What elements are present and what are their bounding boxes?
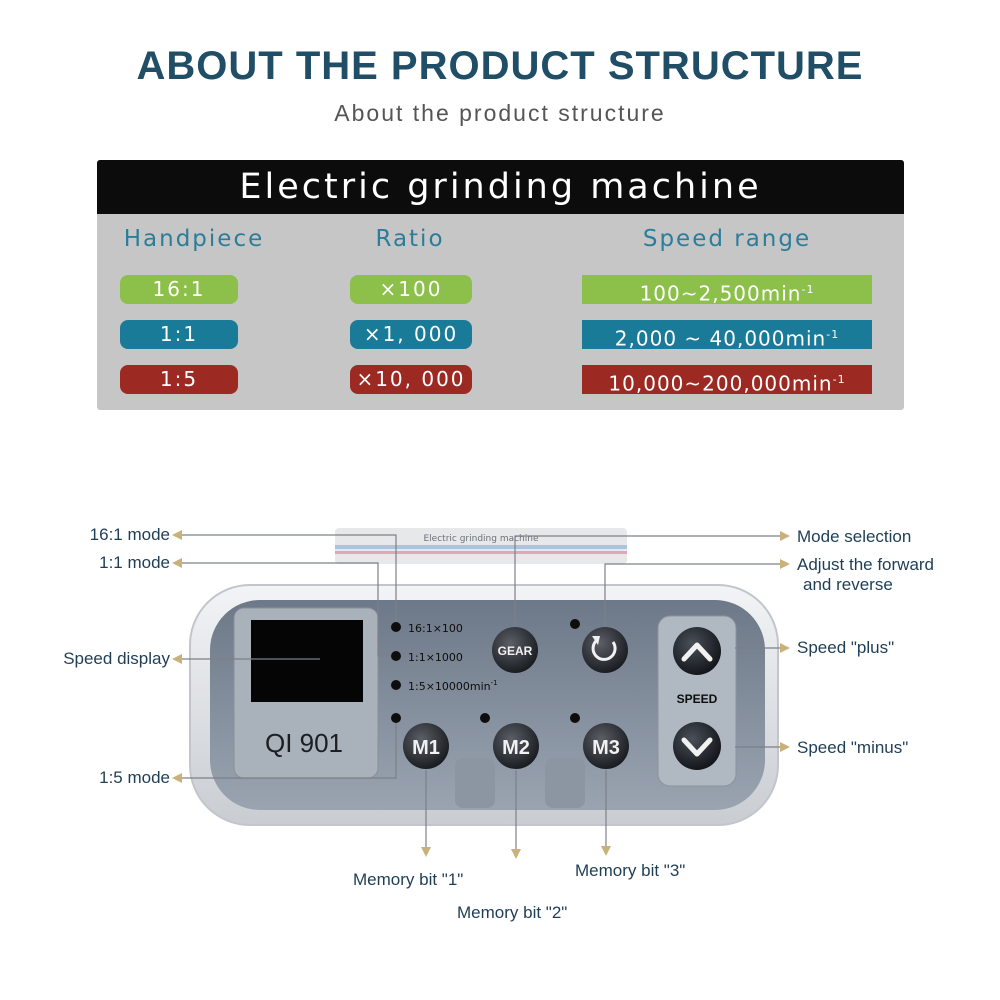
memory-button-2[interactable]: M2 bbox=[493, 723, 539, 769]
top-sticker: Electric grinding machine bbox=[335, 528, 627, 564]
speed-plus-button[interactable] bbox=[673, 627, 721, 675]
indicator-led bbox=[391, 680, 401, 690]
ratio-cell: ×1, 000 bbox=[350, 320, 472, 349]
callout-forward-reverse-line2: and reverse bbox=[803, 575, 893, 594]
indicator-led bbox=[391, 622, 401, 632]
direction-button[interactable] bbox=[582, 627, 628, 673]
handpiece-cell: 1:5 bbox=[120, 365, 238, 394]
ratio-cell: ×100 bbox=[350, 275, 472, 304]
unit-exponent: -1 bbox=[801, 283, 815, 296]
memory-button-3[interactable]: M3 bbox=[583, 723, 629, 769]
speed-range-cell: 100~2,500min-1 bbox=[582, 275, 872, 306]
speed-display-screen bbox=[251, 620, 363, 702]
indicator-led bbox=[480, 713, 490, 723]
speed-range-cell: 10,000~200,000min-1 bbox=[582, 365, 872, 396]
gear-button-label: GEAR bbox=[498, 644, 533, 658]
indicator-led bbox=[570, 619, 580, 629]
page-subtitle: About the product structure bbox=[334, 100, 666, 126]
speed-range-value: 2,000 ~ 40,000min bbox=[614, 326, 827, 351]
callout-1-5-mode: 1:5 mode bbox=[99, 768, 170, 787]
panel-slot bbox=[545, 758, 585, 808]
column-header-handpiece: Handpiece bbox=[123, 226, 265, 252]
panel-slot bbox=[455, 758, 495, 808]
speed-range-cell: 2,000 ~ 40,000min-1 bbox=[582, 320, 872, 351]
indicator-exponent: -1 bbox=[491, 679, 498, 687]
callout-memory-3: Memory bit "3" bbox=[575, 861, 686, 880]
speed-minus-button[interactable] bbox=[673, 722, 721, 770]
chevron-up-icon bbox=[681, 642, 713, 662]
model-label: QI 901 bbox=[265, 728, 343, 758]
indicator-label-1-1: 1:1×1000 bbox=[408, 651, 463, 664]
column-header-speed-range: Speed range bbox=[642, 226, 812, 252]
unit-exponent: -1 bbox=[826, 328, 840, 341]
gear-button[interactable]: GEAR bbox=[492, 627, 538, 673]
indicator-led bbox=[391, 651, 401, 661]
column-header-ratio: Ratio bbox=[375, 226, 445, 252]
callout-memory-1: Memory bit "1" bbox=[353, 870, 464, 889]
callout-1-1-mode: 1:1 mode bbox=[99, 553, 170, 572]
memory-button-label: M3 bbox=[592, 737, 620, 759]
speed-range-value: 100~2,500min bbox=[639, 281, 802, 306]
indicator-led bbox=[391, 713, 401, 723]
callout-speed-plus: Speed "plus" bbox=[797, 638, 895, 657]
indicator-led bbox=[570, 713, 580, 723]
page-title: ABOUT THE PRODUCT STRUCTURE bbox=[136, 44, 864, 88]
memory-button-label: M2 bbox=[502, 737, 530, 759]
callout-speed-display: Speed display bbox=[63, 649, 170, 668]
leader-lines bbox=[180, 534, 780, 850]
speed-range-value: 10,000~200,000min bbox=[608, 371, 833, 396]
indicator-label-1-5: 1:5×10000min bbox=[408, 680, 491, 693]
table-title: Electric grinding machine bbox=[97, 160, 904, 214]
svg-text:1:5×10000min-1: 1:5×10000min-1 bbox=[408, 679, 498, 693]
indicator-label-16-1: 16:1×100 bbox=[408, 622, 463, 635]
callout-speed-minus: Speed "minus" bbox=[797, 738, 909, 757]
chevron-down-icon bbox=[681, 737, 713, 757]
top-sticker-text: Electric grinding machine bbox=[424, 534, 539, 544]
speed-label: SPEED bbox=[677, 692, 718, 706]
memory-button-label: M1 bbox=[412, 737, 440, 759]
rotate-icon bbox=[591, 636, 617, 661]
callout-memory-2: Memory bit "2" bbox=[457, 903, 568, 922]
callout-mode-selection: Mode selection bbox=[797, 527, 912, 546]
handpiece-cell: 1:1 bbox=[120, 320, 238, 349]
arrow-heads bbox=[172, 530, 790, 859]
spec-table: Electric grinding machine Handpiece Rati… bbox=[97, 160, 904, 410]
callout-16-1-mode: 16:1 mode bbox=[89, 525, 170, 544]
memory-button-1[interactable]: M1 bbox=[403, 723, 449, 769]
unit-exponent: -1 bbox=[832, 373, 846, 386]
callout-forward-reverse: Adjust the forward bbox=[797, 555, 935, 574]
handpiece-cell: 16:1 bbox=[120, 275, 238, 304]
ratio-cell: ×10, 000 bbox=[350, 365, 472, 394]
